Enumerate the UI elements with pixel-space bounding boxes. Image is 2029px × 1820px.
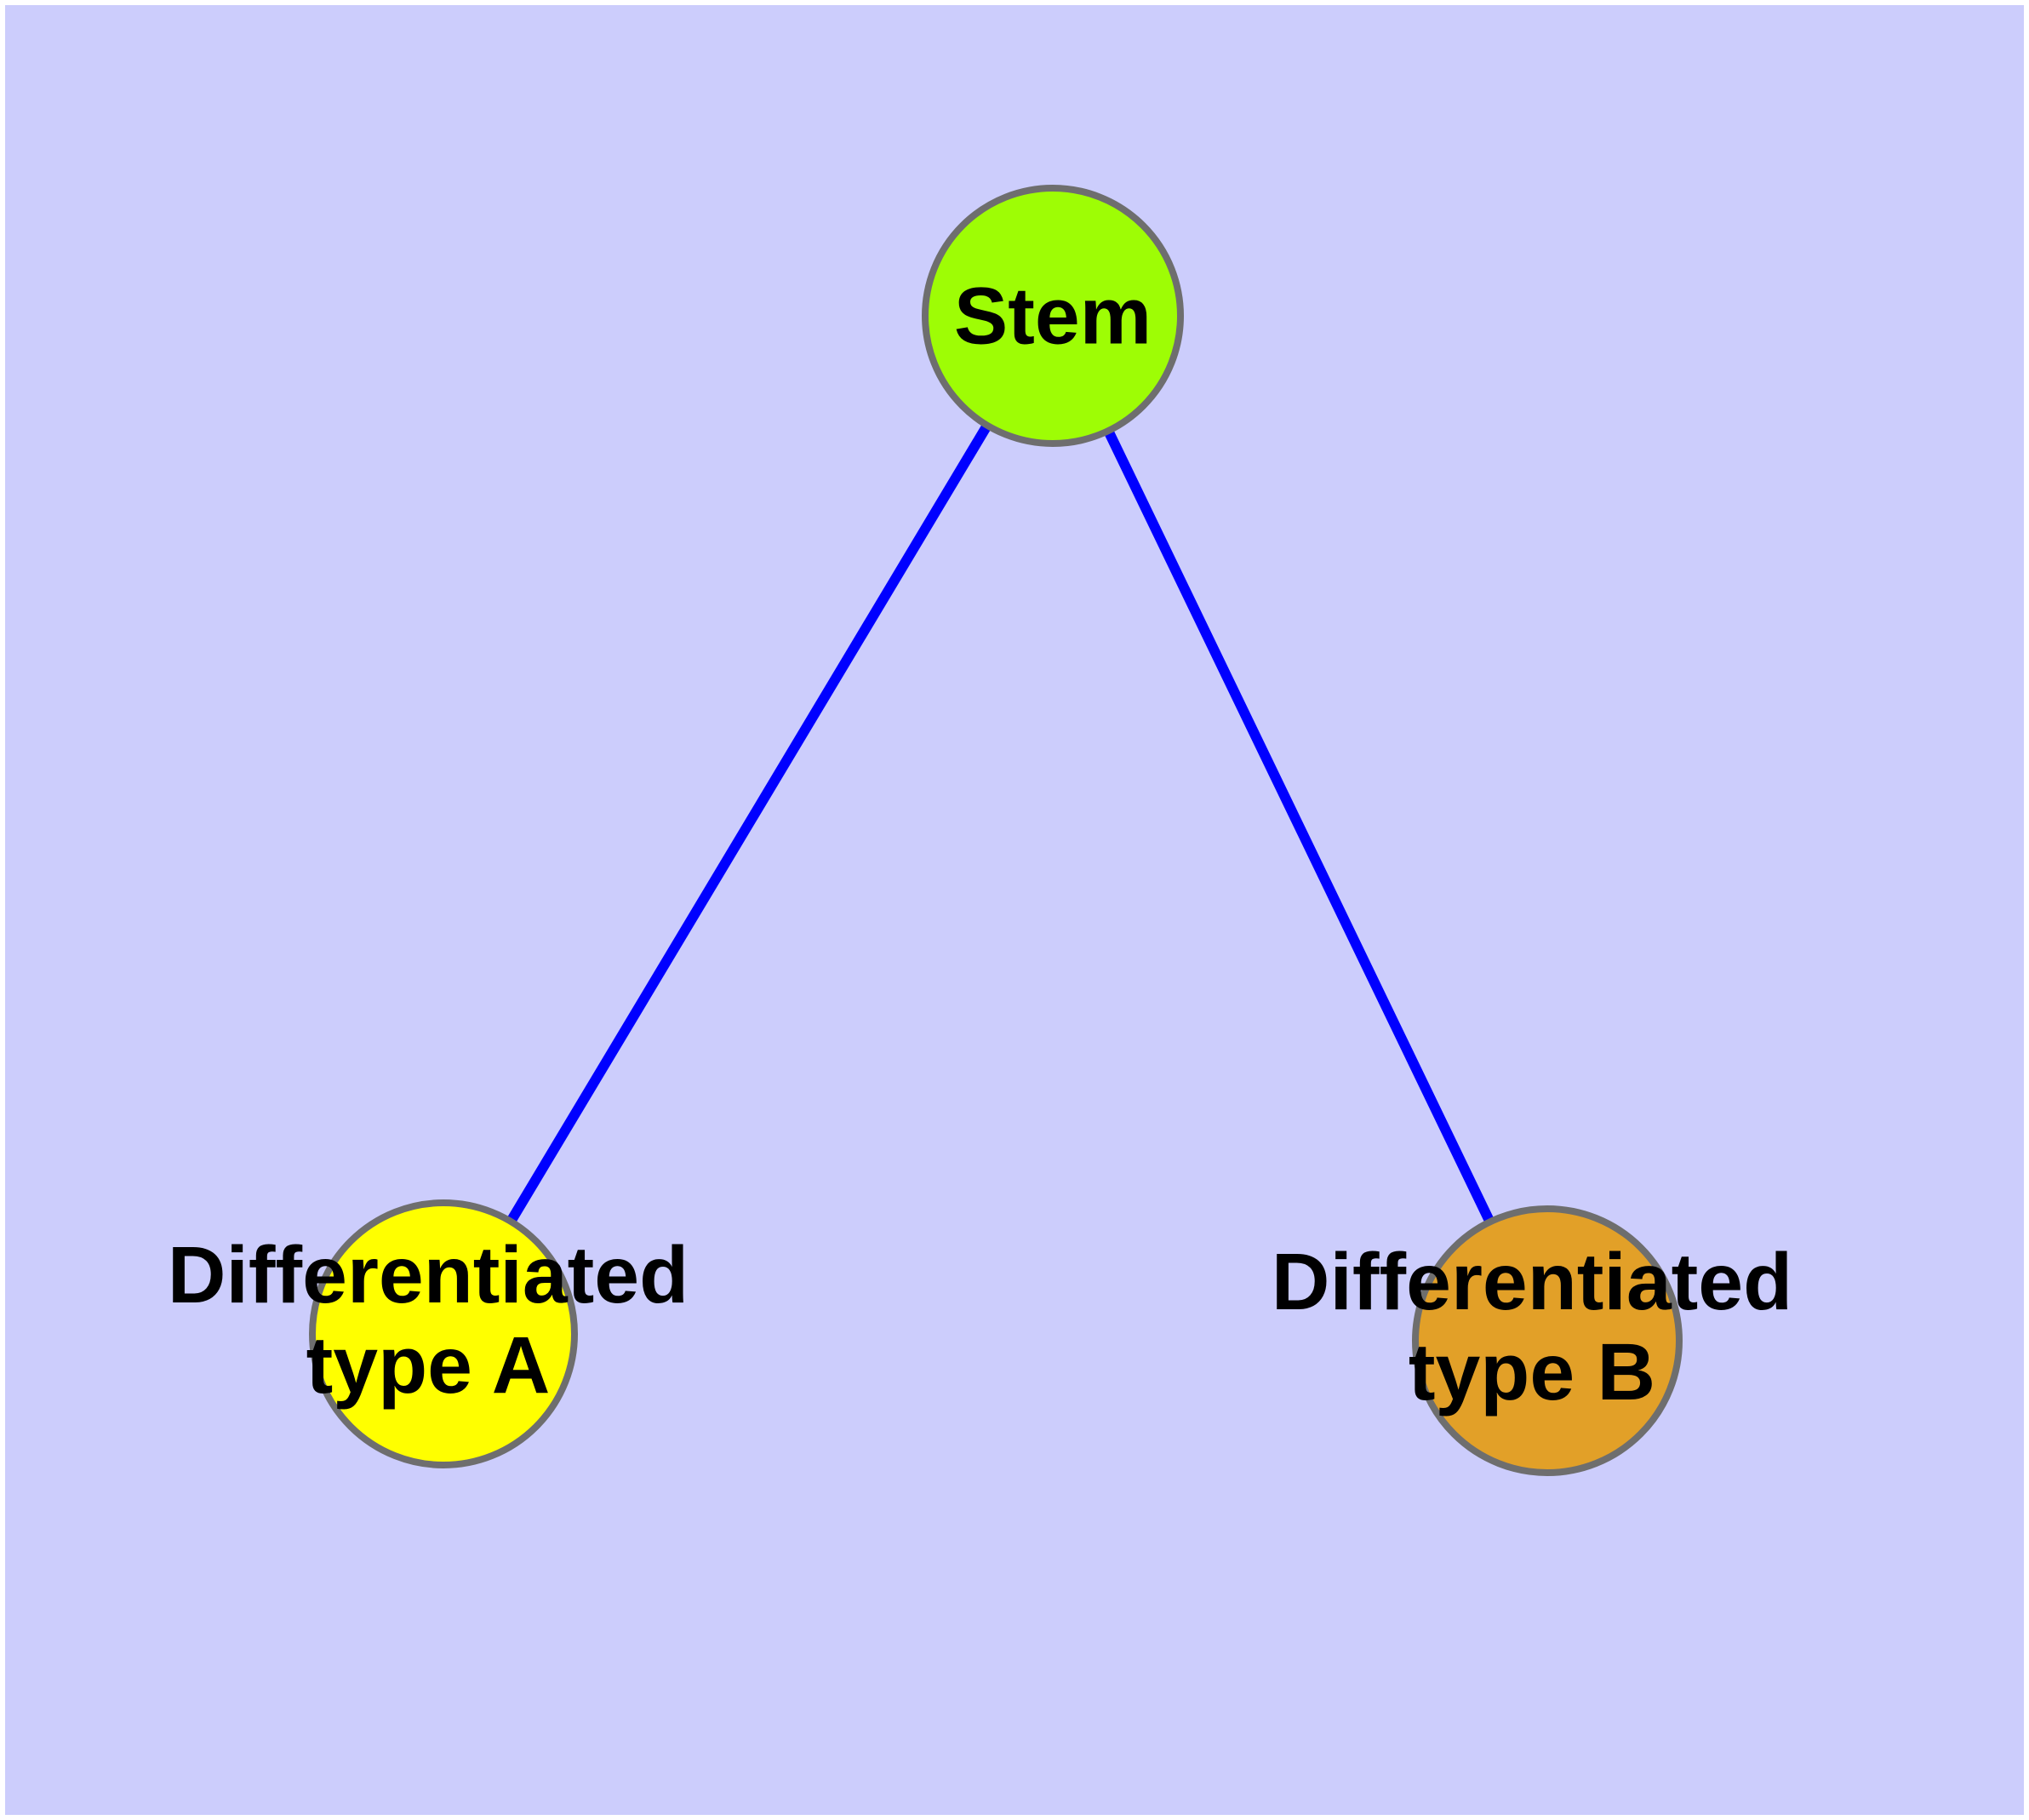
label-line: Differentiated (168, 1230, 689, 1320)
node-layer (309, 185, 1683, 1476)
label-line: Differentiated (1272, 1237, 1792, 1327)
label-line: type B (1409, 1327, 1655, 1417)
edge-stem-to-differentiated-a[interactable] (438, 312, 1058, 1337)
edge-layer (438, 312, 1552, 1343)
label-line: type A (306, 1320, 551, 1411)
node-stem-label: Stem (954, 271, 1152, 361)
edge-stem-to-differentiated-b[interactable] (1048, 313, 1552, 1343)
node-differentiated-type-a[interactable] (309, 1199, 578, 1468)
node-differentiated-type-b[interactable] (1412, 1205, 1683, 1476)
node-stem[interactable] (922, 185, 1184, 447)
label-line: Stem (954, 271, 1152, 361)
